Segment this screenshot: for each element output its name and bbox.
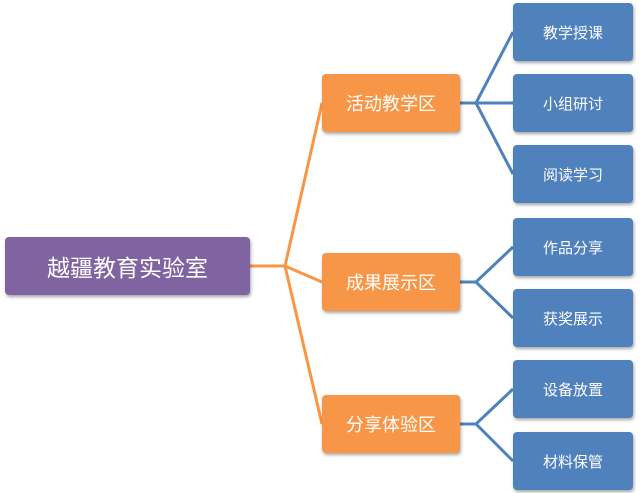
branch-node-activity-teaching-area: 活动教学区 (322, 74, 460, 132)
branch-node-showcase-area: 成果展示区 (322, 253, 460, 311)
leaf-node-award-display: 获奖展示 (513, 289, 633, 347)
link-showcase-awards (460, 280, 515, 320)
link-activity-teaching (460, 31, 515, 105)
leaf-node-teaching: 教学授课 (513, 3, 633, 61)
root-node: 越疆教育实验室 (5, 237, 250, 295)
link-root-experience (250, 264, 324, 425)
leaf-node-reading: 阅读学习 (513, 145, 633, 203)
link-activity-reading (460, 101, 515, 175)
link-root-activity (250, 102, 324, 268)
link-experience-equipment (460, 387, 515, 426)
leaf-node-material-storage: 材料保管 (513, 432, 633, 490)
branch-node-experience-area: 分享体验区 (322, 395, 460, 453)
leaf-node-group-discussion: 小组研讨 (513, 74, 633, 132)
leaf-node-work-sharing: 作品分享 (513, 218, 633, 276)
link-experience-materials (460, 422, 515, 463)
leaf-node-equipment-placement: 设备放置 (513, 360, 633, 418)
link-showcase-sharing (460, 245, 515, 284)
